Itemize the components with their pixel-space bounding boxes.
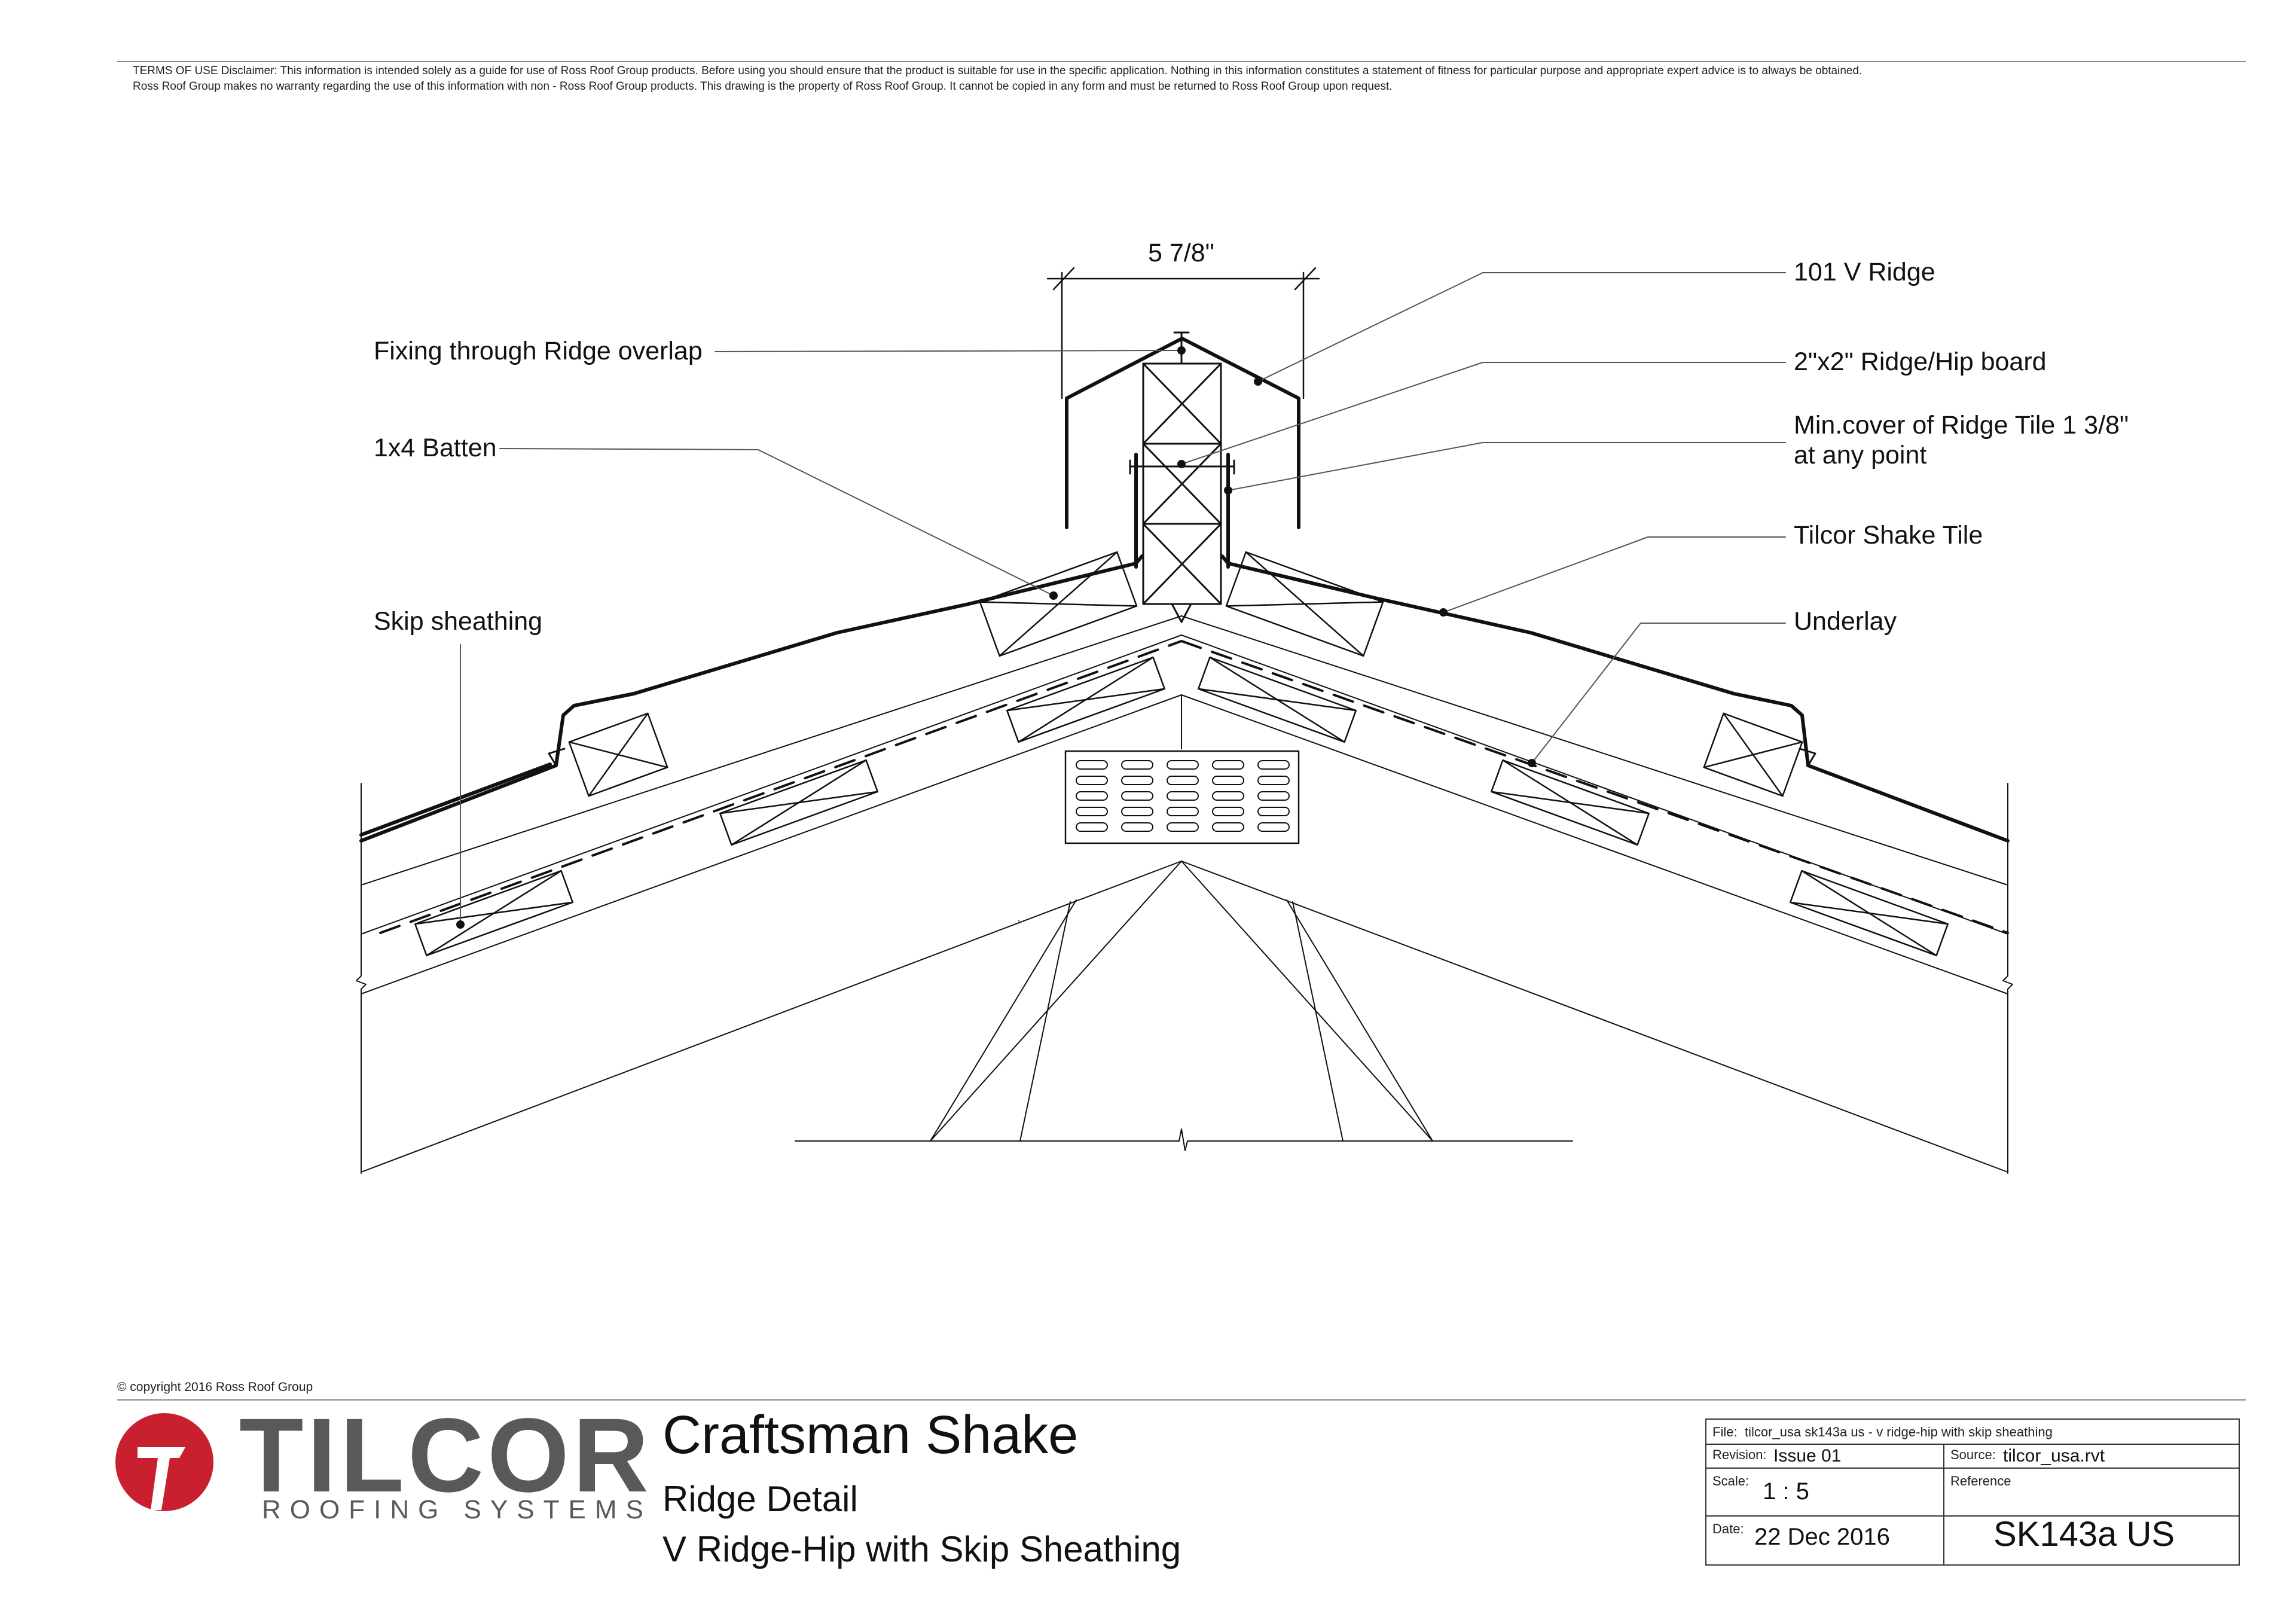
ridge-vent [1064, 750, 1300, 844]
leader-dots [456, 346, 1536, 929]
file-value: tilcor_usa sk143a us - v ridge-hip with … [1745, 1424, 2053, 1439]
top-rule [117, 61, 2246, 62]
label-min-cover-2: at any point [1794, 441, 1927, 469]
v-ridge-cap [1065, 337, 1300, 569]
terms-line-2: Ross Roof Group makes no warranty regard… [133, 80, 1393, 93]
label-underlay: Underlay [1794, 607, 1897, 636]
label-fixing: Fixing through Ridge overlap [374, 337, 703, 365]
revision-label: Revision: [1712, 1447, 1767, 1462]
sheathing-boards-left [414, 656, 1165, 957]
sheathing-boards-right [1198, 656, 1949, 957]
drawing-subtitle: Ridge Detail [662, 1479, 858, 1519]
break-lines [356, 783, 2013, 1174]
ridge-boards [1142, 362, 1222, 623]
date-label: Date: [1712, 1521, 1744, 1536]
scale-value: 1 : 5 [1763, 1478, 1809, 1505]
file-label: File: [1712, 1424, 1738, 1439]
brand-wordmark: TILCOR [239, 1397, 653, 1514]
label-v-ridge: 101 V Ridge [1794, 258, 1935, 286]
source-label: Source: [1950, 1447, 1996, 1462]
logo-mark [138, 1447, 185, 1510]
label-min-cover-1: Min.cover of Ridge Tile 1 3/8" [1794, 411, 2129, 440]
label-batten: 1x4 Batten [374, 434, 497, 462]
label-ridge-board: 2"x2" Ridge/Hip board [1794, 347, 2047, 376]
rafter-lines [361, 615, 2008, 1173]
revision-value: Issue 01 [1773, 1446, 1842, 1466]
leader-lines [460, 272, 1786, 922]
title-block: File: tilcor_usa sk143a us - v ridge-hip… [1705, 1418, 2240, 1566]
dimension-line [1046, 267, 1320, 399]
scale-label: Scale: [1712, 1473, 1750, 1488]
date-value: 22 Dec 2016 [1754, 1524, 1890, 1550]
source-value: tilcor_usa.rvt [2003, 1446, 2105, 1466]
shake-tiles [359, 554, 2010, 843]
drawing-subtitle-2: V Ridge-Hip with Skip Sheathing [662, 1529, 1181, 1569]
underlay-dashed [379, 640, 2009, 934]
label-shake-tile: Tilcor Shake Tile [1794, 521, 1983, 550]
terms-line-1: TERMS OF USE Disclaimer: This informatio… [133, 65, 1863, 77]
brand-subtitle: ROOFING SYSTEMS [262, 1495, 652, 1524]
dimension-label: 5 7/8" [1148, 239, 1214, 267]
terms-of-use: TERMS OF USE Disclaimer: This informatio… [133, 63, 2237, 94]
reference-label: Reference [1950, 1473, 2011, 1488]
tilcor-logo-icon [115, 1413, 213, 1511]
copyright: © copyright 2016 Ross Roof Group [117, 1380, 313, 1394]
reference-value: SK143a US [1993, 1515, 2175, 1554]
drawing-title: Craftsman Shake [662, 1405, 1079, 1465]
truss-members [795, 861, 1573, 1151]
tile-clips [548, 748, 1816, 767]
footer-rule [117, 1399, 2246, 1401]
label-skip-sheathing: Skip sheathing [374, 607, 543, 636]
battens [568, 551, 1803, 797]
